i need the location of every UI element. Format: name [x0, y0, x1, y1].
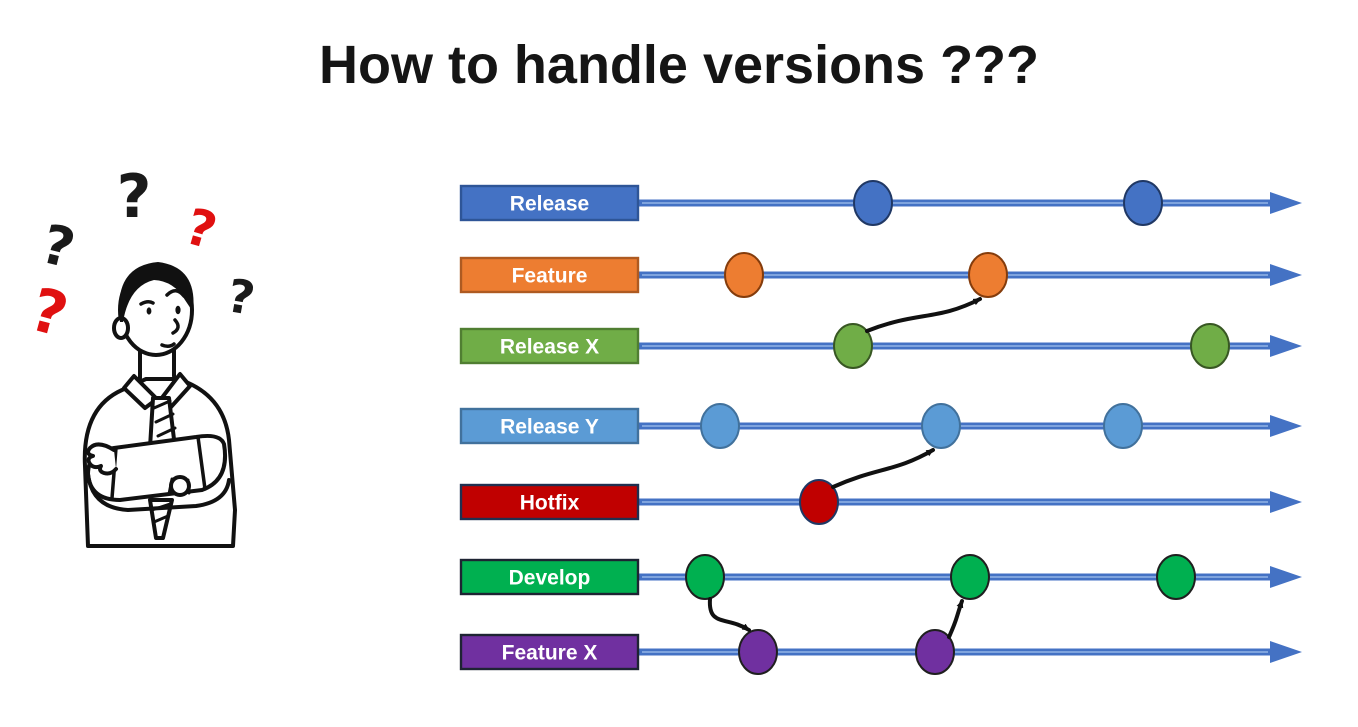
- slide-title: How to handle versions ???: [318, 35, 1040, 95]
- branch-row-release: Release: [459, 180, 1302, 226]
- commit-dot-develop: [950, 554, 990, 600]
- hair: [119, 262, 194, 322]
- commit-dot-develop: [685, 554, 725, 600]
- branch-label-release-y: Release Y: [500, 416, 599, 439]
- commit-dot-release-x: [833, 323, 873, 369]
- timeline-arrowhead: [1270, 335, 1302, 357]
- branch-label-develop: Develop: [509, 567, 591, 590]
- commit-dot-release: [853, 180, 893, 226]
- branch-row-feature: Feature: [459, 252, 1302, 298]
- confused-person-illustration: [82, 262, 237, 548]
- commit-dot-feature: [968, 252, 1008, 298]
- branch-label-release: Release: [510, 193, 589, 216]
- commit-dot-develop: [1156, 554, 1196, 600]
- timeline-arrowhead: [1270, 192, 1302, 214]
- branch-label-feature-x: Feature X: [502, 642, 598, 665]
- commit-dot-release-y: [1103, 403, 1143, 449]
- merge-arrow: [865, 297, 982, 333]
- timeline-arrowhead: [1270, 566, 1302, 588]
- merge-arrow: [831, 448, 935, 489]
- branch-row-release-y: Release Y: [459, 403, 1302, 449]
- branch-row-hotfix: Hotfix: [459, 479, 1302, 525]
- timeline-arrowhead: [1270, 264, 1302, 286]
- commit-dot-feature: [724, 252, 764, 298]
- branch-label-box-hotfix: [459, 483, 640, 521]
- branch-label-box-feature: [459, 256, 640, 294]
- question-mark: ?: [116, 162, 152, 232]
- branch-row-release-x: Release X: [459, 323, 1302, 369]
- branch-label-box-release-x: [459, 327, 640, 365]
- timeline-arrowhead: [1270, 415, 1302, 437]
- commit-dot-release: [1123, 180, 1163, 226]
- commit-dot-feature-x: [915, 629, 955, 675]
- commit-dot-release-y: [921, 403, 961, 449]
- branch-label-hotfix: Hotfix: [520, 492, 580, 515]
- timeline-arrowhead: [1270, 641, 1302, 663]
- branch-label-box-release-y: [459, 407, 640, 445]
- merge-arrow: [947, 599, 964, 639]
- branch-label-box-release: [459, 184, 640, 222]
- merge-arrow: [707, 597, 751, 632]
- branch-label-box-develop: [459, 558, 640, 596]
- branch-row-develop: Develop: [459, 554, 1302, 600]
- commit-dot-release-y: [700, 403, 740, 449]
- crossed-arms: [86, 433, 231, 512]
- branch-row-feature-x: Feature X: [459, 629, 1302, 675]
- commit-dot-feature-x: [738, 629, 778, 675]
- commit-dot-release-x: [1190, 323, 1230, 369]
- branch-label-box-feature-x: [459, 633, 640, 671]
- commit-dot-hotfix: [799, 479, 839, 525]
- timeline-arrowhead: [1270, 491, 1302, 513]
- branch-label-release-x: Release X: [500, 336, 599, 359]
- branch-label-feature: Feature: [512, 265, 588, 288]
